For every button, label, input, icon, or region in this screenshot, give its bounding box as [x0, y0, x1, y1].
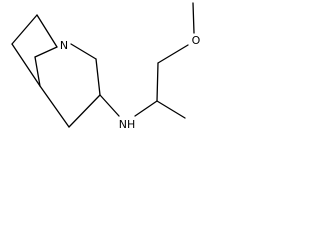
quinuclidine-cage — [11, 14, 101, 128]
bond-ch-ch2 — [156, 62, 159, 102]
bond-n-c2 — [36, 14, 58, 48]
bond-c3-c4 — [11, 43, 41, 87]
molecule-structure-diagram: N NH O — [11, 2, 201, 131]
atom-nh-amine: NH — [119, 118, 136, 131]
bond-c2-c3 — [11, 14, 38, 45]
bond-n-c8 — [70, 43, 97, 60]
atom-label-n-bridgehead: N — [60, 39, 68, 52]
atom-o-ether: O — [192, 34, 201, 47]
bond-ch-methyl — [156, 100, 186, 119]
bond-c6-c7 — [34, 56, 41, 87]
bond-ch2-o — [157, 44, 189, 64]
bond-n-c6 — [34, 46, 58, 58]
bond-nh-ch — [134, 100, 158, 117]
atom-label-o: O — [192, 34, 201, 47]
atom-label-nh: NH — [119, 118, 136, 131]
bond-c9-c5 — [68, 94, 101, 128]
bond-c9-nh — [99, 94, 120, 117]
bond-o-ch3 — [192, 2, 195, 34]
side-chain — [99, 2, 195, 119]
bond-c4-c5 — [39, 85, 70, 128]
bond-c8-c9 — [95, 58, 101, 96]
atom-n-bridgehead: N — [60, 39, 68, 52]
